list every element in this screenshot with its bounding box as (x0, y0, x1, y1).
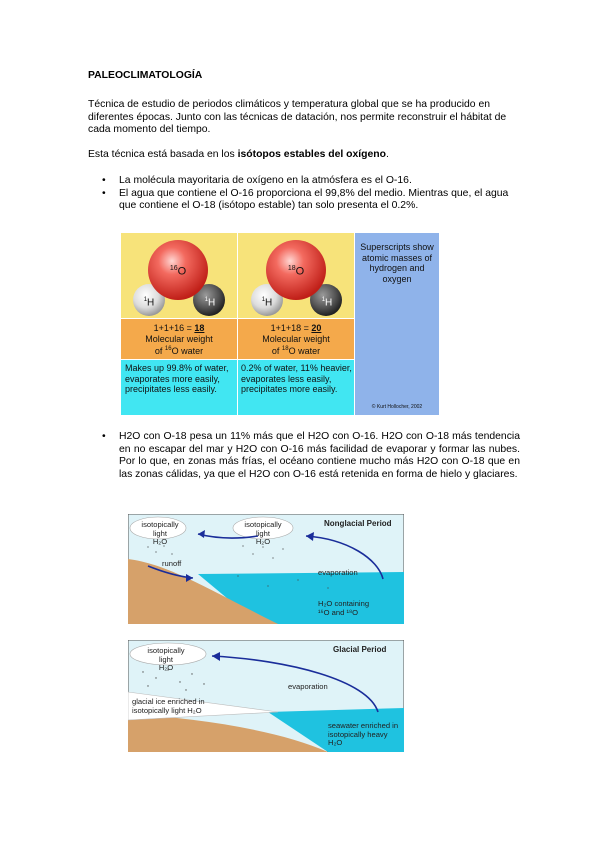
list-item: • H2O con O-18 pesa un 11% más que el H2O… (88, 431, 520, 481)
bullet-list-2: • H2O con O-18 pesa un 11% más que el H2O… (88, 431, 520, 481)
cloud-label-line: isotopically light (141, 520, 179, 538)
intro-paragraph: Técnica de estudio de periodos climático… (88, 99, 507, 136)
sum-value: 18 (194, 323, 205, 333)
isotope-figure: 16O 1H 1H 18O 1H 1H 1+1+16 = 18 Molecula… (121, 233, 439, 415)
cloud-label-line: H₂O (255, 537, 271, 546)
document-title: PALEOCLIMATOLOGÍA (88, 70, 203, 81)
mass-number: 1 (321, 297, 326, 303)
side-note-cell (355, 233, 439, 415)
sea-label-line: isotopically heavy (328, 729, 388, 739)
weight-suffix: O water (288, 346, 321, 356)
oxygen-18-atom (266, 240, 326, 300)
bullet-icon: • (102, 187, 106, 199)
sea-label-line: H₂O containing (318, 599, 370, 608)
nonglacial-drawing (128, 514, 404, 624)
sum-prefix: 1+1+16 = (153, 323, 195, 333)
sum-value: 20 (311, 323, 322, 333)
weight-of: of (271, 346, 282, 356)
hydrogen-atom-right (193, 284, 225, 316)
list-item-text: H2O con O-18 pesa un 11% más que el H2O … (119, 431, 520, 480)
cloud-label-line: isotopically light (244, 520, 282, 538)
glacial-drawing (128, 640, 404, 752)
mass-number: 18 (287, 265, 296, 272)
element-symbol: H (208, 297, 216, 309)
hydrogen-label: 1H (139, 295, 159, 309)
sum-prefix: 1+1+18 = (270, 323, 312, 333)
sea-label-line: seawater enriched in (328, 721, 399, 730)
bullet-icon: • (102, 175, 106, 186)
list-item: • El agua que contiene el O-16 proporcion… (88, 188, 520, 213)
right-weight-cell (238, 319, 354, 359)
right-description: 0.2% of water, 11% heavier, evaporates l… (241, 363, 352, 394)
hydrogen-atom-left (133, 284, 165, 316)
list-item-text: El agua que contiene el O-16 proporciona… (119, 187, 509, 212)
hydrogen-atom-left (251, 284, 283, 316)
ice-label-line: isotopically light H₂O (132, 705, 202, 715)
runoff-label: runoff (162, 559, 182, 568)
ice-label-line: glacial ice enriched in (132, 697, 205, 706)
weight-line: Molecular weight (262, 333, 330, 344)
oxygen-18-label: 18O (279, 264, 313, 277)
evaporation-label: evaporation (318, 568, 358, 577)
weight-of: of (154, 346, 165, 356)
list-item: • La molécula mayoritaria de oxígeno en l… (88, 175, 520, 188)
left-description: Makes up 99.8% of water, evaporates more… (125, 363, 229, 394)
hydrogen-label: 1H (257, 295, 277, 309)
technique-paragraph: Esta técnica está basada en los isótopos… (88, 149, 518, 162)
mass-number: 1 (143, 297, 148, 303)
cloud-label-line: H₂O (152, 537, 168, 546)
left-weight-cell (121, 319, 237, 359)
technique-bold: isótopos estables del oxígeno (237, 149, 386, 160)
technique-text: Esta técnica está basada en los (88, 149, 238, 160)
oxygen-16-label: 16O (161, 264, 195, 277)
water-molecules-drawing (133, 240, 342, 316)
left-weight-text: 1+1+16 = 18 Molecular weight of 16O wate… (121, 323, 237, 357)
element-symbol: O (295, 265, 305, 278)
oxygen-16-atom (148, 240, 208, 300)
copyright-credit: © Kurt Hollocher, 2002 (371, 404, 423, 410)
bullet-list-1: • La molécula mayoritaria de oxígeno en l… (88, 175, 520, 213)
hydrogen-label: 1H (200, 295, 220, 309)
sea-label-line: H₂O (328, 738, 343, 747)
weight-line: Molecular weight (145, 333, 213, 344)
glacial-title: Glacial Period (333, 645, 387, 654)
nonglacial-title: Nonglacial Period (324, 519, 392, 528)
cloud-label-line: H₂O (158, 663, 174, 672)
right-desc-cell (238, 360, 354, 415)
right-weight-text: 1+1+18 = 20 Molecular weight of 18O wate… (238, 323, 354, 357)
weight-mass: 18 (281, 346, 289, 352)
cloud-label-line: isotopically light (147, 646, 185, 664)
element-symbol: H (325, 297, 333, 309)
weight-mass: 16 (164, 346, 172, 352)
element-symbol: H (147, 297, 155, 309)
mass-number: 1 (261, 297, 266, 303)
list-item-text: La molécula mayoritaria de oxígeno en la… (119, 175, 412, 186)
evaporation-label: evaporation (288, 682, 328, 691)
left-desc-cell (121, 360, 237, 415)
mass-number: 16 (169, 265, 178, 272)
bullet-icon: • (102, 431, 106, 442)
hydrogen-atom-right (310, 284, 342, 316)
technique-end: . (386, 149, 389, 160)
weight-suffix: O water (171, 346, 204, 356)
sea-label-line: ¹⁶O and ¹⁸O (318, 607, 359, 617)
element-symbol: H (265, 297, 273, 309)
side-note: Superscripts show atomic masses of hydro… (360, 242, 434, 284)
hydrogen-label: 1H (317, 295, 337, 309)
element-symbol: O (177, 265, 187, 278)
mass-number: 1 (204, 297, 209, 303)
